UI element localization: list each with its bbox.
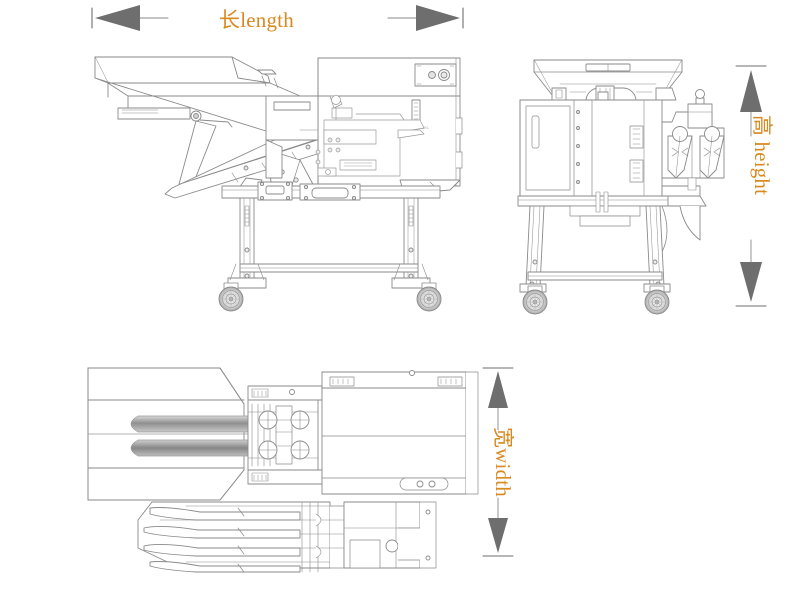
arrow-down-icon [488,518,508,553]
width-dimension-label: 宽width [491,426,516,498]
arrow-down-icon [740,262,762,302]
top-plan-view [87,367,479,573]
dimension-annotations [91,5,767,557]
top-auger-blades [131,416,255,456]
arrow-left-icon [95,5,140,31]
front-table-top [517,191,669,227]
arrow-up-icon [740,70,762,112]
arrow-up-icon [488,371,508,408]
height-dimension-line [735,65,767,307]
length-dimension-label: 长length [219,8,294,32]
top-cutting-module [247,385,323,485]
side-infeed-conveyor [94,56,321,193]
front-stand [519,205,671,293]
front-hopper [533,59,683,101]
arrow-right-icon [416,5,460,31]
side-interior-mechanism [315,95,425,177]
side-stand [227,197,431,289]
width-dimension-line [482,367,514,557]
height-dimension-label: 高 height [750,114,775,196]
front-elevation-view [517,59,725,315]
side-table-top [221,181,441,201]
front-main-body [519,99,663,197]
length-dimension-line [91,5,464,31]
side-left-housing [265,95,319,179]
front-outlet-assembly [661,89,725,253]
top-base-plan [343,501,437,569]
top-outfeed-conveyor [137,501,345,573]
top-main-housing-plan [321,370,479,495]
side-elevation-view: MODEL [94,56,463,312]
front-left-bracket [551,87,677,101]
